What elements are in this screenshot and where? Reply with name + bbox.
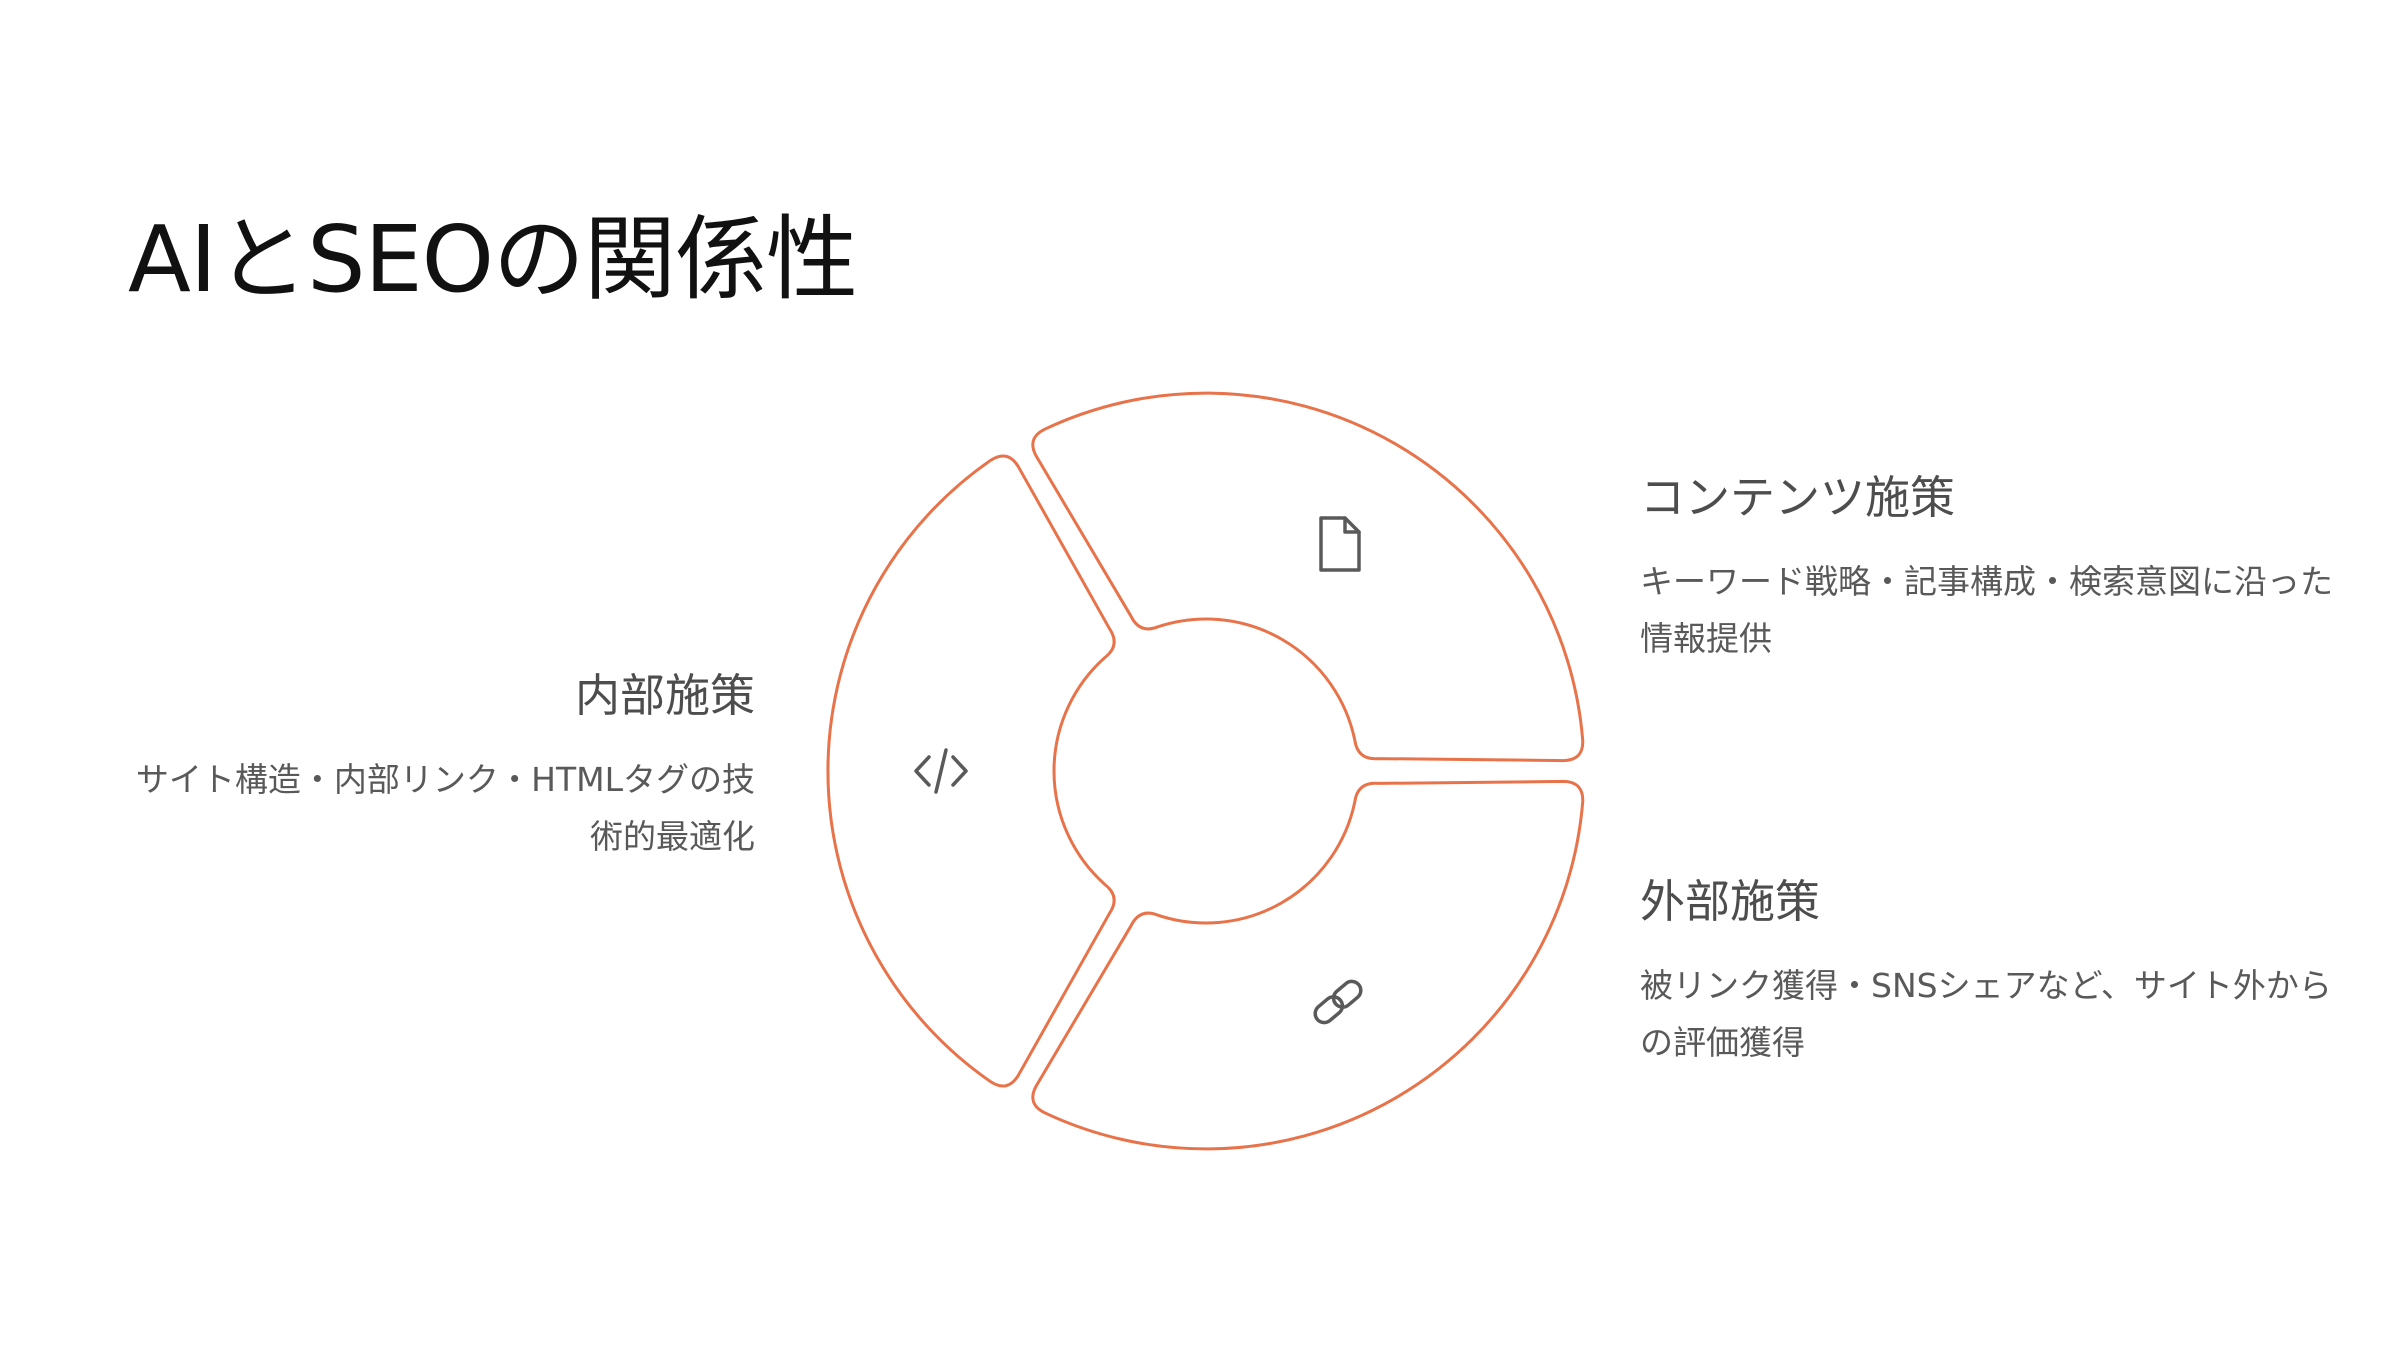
external-strategy-heading: 外部施策	[1640, 875, 1821, 928]
ring-segment-external	[1031, 779, 1585, 1151]
content-strategy-block: コンテンツ施策 キーワード戦略・記事構成・検索意図に沿った情報提供	[1640, 470, 2340, 668]
page-title: AIとSEOの関係性	[128, 206, 858, 313]
link-icon	[1313, 979, 1363, 1025]
ring-segment-internal	[826, 454, 1116, 1088]
internal-strategy-description: サイト構造・内部リンク・HTMLタグの技術的最適化	[135, 760, 755, 856]
content-strategy-description: キーワード戦略・記事構成・検索意図に沿った情報提供	[1640, 562, 2333, 658]
external-strategy-block: 外部施策 被リンク獲得・SNSシェアなど、サイト外からの評価獲得	[1640, 874, 2340, 1072]
ring-segment-content	[1031, 391, 1585, 763]
external-strategy-description: 被リンク獲得・SNSシェアなど、サイト外からの評価獲得	[1640, 966, 2332, 1062]
content-strategy-heading: コンテンツ施策	[1640, 471, 1956, 524]
document-icon	[1319, 516, 1361, 572]
ring-segments	[826, 391, 1585, 1151]
internal-strategy-block: 内部施策 サイト構造・内部リンク・HTMLタグの技術的最適化	[115, 668, 755, 866]
code-icon	[914, 748, 968, 794]
internal-strategy-heading: 内部施策	[574, 669, 755, 722]
